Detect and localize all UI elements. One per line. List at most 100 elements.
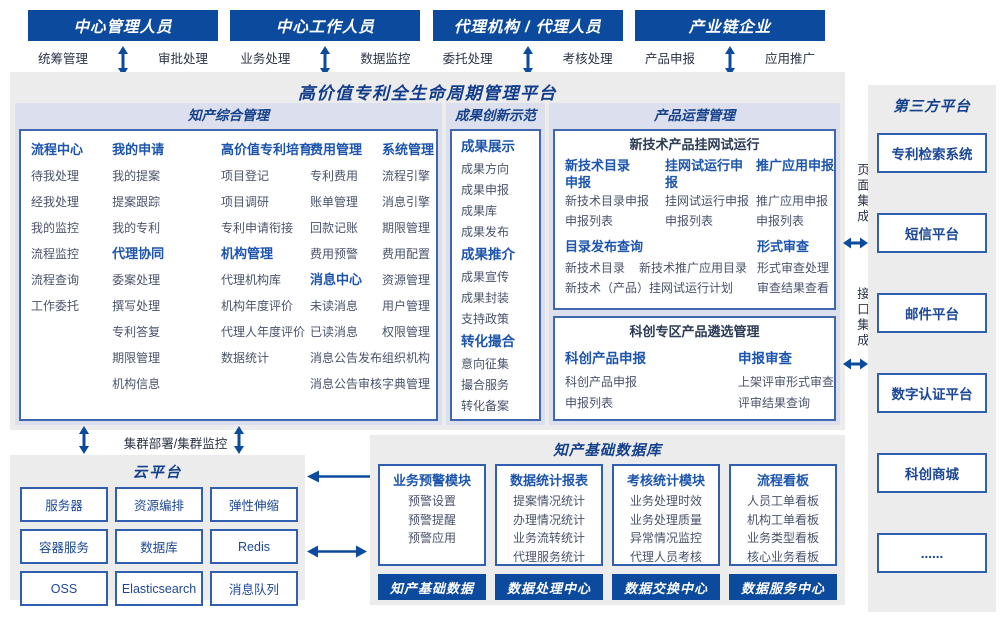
menu-item: 委案处理: [112, 273, 161, 287]
menu-item: 申报列表: [565, 214, 614, 228]
menu-item: 专利申请衔接: [220, 221, 293, 235]
actor-title: 中心工作人员: [230, 10, 421, 41]
menu-group: 消息中心 未读消息 已读消息 消息公告发布: [310, 267, 382, 397]
menu-group: 代理协同 委案处理 撰写处理 专利答复: [112, 241, 221, 397]
group-heading: 新技术目录申报: [565, 158, 631, 190]
menu-item: 期限管理: [381, 221, 430, 235]
third-party-item: ......: [877, 533, 987, 573]
cloud-service-item: 数据库: [115, 529, 203, 564]
menu-item: 提案跟踪: [112, 195, 161, 209]
section-ip-management: 知产综合管理 流程中心: [15, 103, 442, 425]
section-title: 产品运营管理: [654, 108, 735, 123]
ip-column-groups: 流程中心 待我处理 经我处理 我的监控: [31, 137, 112, 319]
catalog-query-group: 目录发布查询 新技术目录 新技术推广应用目录 新技术（产品）挂网试运行计划: [565, 236, 757, 298]
third-party-item: 数字认证平台: [877, 373, 987, 413]
menu-item: 专利费用: [309, 169, 358, 183]
actor-functions: 业务处理 数据监控: [230, 44, 420, 76]
menu-item: 权限管理: [381, 325, 430, 339]
group-heading: 系统管理: [381, 142, 434, 157]
db-module: 流程看板 人员工单看板 机构工单看板 业务类型看板 核心业务看板: [729, 464, 837, 566]
group-heading: 目录发布查询: [565, 239, 644, 254]
group-items: 未读消息 已读消息 消息公告发布 消息公告审核: [310, 293, 382, 397]
third-party-item: 邮件平台: [877, 293, 987, 333]
group-items: 意向征集 撮合服务 转化备案: [461, 354, 539, 417]
menu-item: 回款记账: [309, 221, 358, 235]
group-heading: 成果推介: [461, 247, 515, 262]
platform-title: 高价值专利全生命周期管理平台: [298, 84, 557, 103]
catalog-review-row: 目录发布查询 新技术目录 新技术推广应用目录 新技术（产品）挂网试运行计划 形式…: [555, 231, 834, 298]
menu-item: 机构年度评价: [220, 299, 293, 313]
ip-column: 高价值专利培育 项目登记 项目调研 专利申请衔接: [220, 137, 312, 397]
selection-columns: 科创产品申报 科创产品申报 申报列表 申报审查: [555, 344, 834, 414]
menu-item: 转化备案: [461, 399, 510, 413]
formal-review-group: 形式审查 形式审查处理 审查结果查看: [757, 236, 834, 298]
actor-function-left: 委托处理: [442, 51, 493, 66]
third-party-panel: 第三方平台 专利检索系统 短信平台 邮件平台 数字认证平台 科创商城 .....…: [868, 85, 996, 612]
menu-item: 上架评审形式审查: [737, 375, 834, 389]
ip-column: 流程中心 待我处理 经我处理 我的监控: [31, 137, 112, 397]
group-items: 推广应用申报 申报列表: [756, 191, 834, 231]
menu-item: 办理情况统计: [512, 512, 585, 527]
menu-item: 业务处理质量: [629, 512, 702, 527]
third-party-title: 第三方平台: [893, 99, 971, 115]
actor-function-right: 应用推广: [764, 51, 815, 66]
third-party-item: 科创商城: [877, 453, 987, 493]
ip-column: 费用管理 专利费用 账单管理 回款记账: [310, 137, 382, 397]
menu-item: 业务流转统计: [512, 531, 585, 545]
cloud-service-item: 消息队列: [210, 571, 298, 606]
section-achievement: 成果创新示范 成果展示 成果方向 成果申报 成果库: [446, 103, 545, 425]
menu-item: 消息公告发布: [309, 351, 382, 365]
left-right-arrow-icon: [843, 236, 868, 250]
group-items: 成果方向 成果申报 成果库 成果发布: [461, 159, 539, 243]
actor-function-left: 统筹管理: [38, 51, 89, 66]
menu-item: 新技术目录申报: [565, 194, 650, 208]
actor-function-right: 数据监控: [360, 51, 411, 66]
group-heading: 挂网试运行申报: [665, 158, 744, 190]
menu-item: 代理服务统计: [512, 549, 585, 564]
actor-group: 代理机构 / 代理人员 委托处理 考核处理: [432, 10, 623, 76]
menu-item: 新技术推广应用目录: [639, 261, 748, 275]
menu-group: 我的申请 我的提案 提案跟踪 我的专利: [112, 137, 221, 241]
menu-item: 成果方向: [461, 162, 510, 176]
group-items: 待我处理 经我处理 我的监控 流程监控 流程查询: [31, 163, 112, 319]
menu-item: 流程监控: [31, 247, 80, 261]
menu-item: 业务处理时效: [629, 494, 702, 508]
menu-item: 挂网试运行申报: [665, 194, 750, 208]
section-body: 成果展示 成果方向 成果申报 成果库 成果发布: [450, 129, 541, 421]
menu-item: 未读消息: [309, 299, 358, 313]
third-party-list: 专利检索系统 短信平台 邮件平台 数字认证平台 科创商城 ......: [877, 133, 987, 573]
menu-item: 流程引擎: [381, 169, 430, 183]
section-title: 成果创新示范: [455, 108, 536, 123]
ip-column: 我的申请 我的提案 提案跟踪 我的专利: [112, 137, 221, 397]
menu-item: 代理机构库: [220, 273, 281, 287]
group-heading: 形式审查: [757, 239, 810, 254]
menu-item: 工作委托: [31, 299, 80, 313]
sci-innovation-selection-box: 科创专区产品遴选管理 科创产品申报 科创产品申报 申报列表: [553, 316, 836, 421]
group-heading: 机构管理: [220, 246, 273, 261]
group-items: 新技术目录申报 申报列表: [565, 191, 665, 231]
ip-database-panel: 知产基础数据库 业务预警模块 预警设置 预警提醒 预警应用 数据统计报表: [370, 435, 845, 605]
menu-item: 机构信息: [112, 377, 161, 391]
menu-group: 流程中心 待我处理 经我处理 我的监控: [31, 137, 112, 319]
third-party-item: 专利检索系统: [877, 133, 987, 173]
actor-title: 中心管理人员: [28, 10, 218, 41]
menu-item: 提案情况统计: [512, 494, 585, 508]
menu-group: 科创产品申报 科创产品申报 申报列表: [565, 346, 738, 414]
menu-item: 专利答复: [112, 325, 161, 339]
cloud-service-item: OSS: [20, 571, 108, 606]
menu-item: 预警应用: [407, 531, 456, 545]
section-body: 流程中心 待我处理 经我处理 我的监控: [19, 129, 438, 421]
menu-group: 挂网试运行申报 挂网试运行申报 申报列表: [665, 157, 756, 231]
actor-group: 中心工作人员 业务处理 数据监控: [230, 10, 421, 76]
menu-item: 数据统计: [220, 351, 269, 365]
menu-item: 新技术目录: [565, 261, 626, 275]
menu-group: 机构管理 代理机构库 机构年度评价 代理人年度评价: [221, 241, 310, 371]
menu-item: 新技术（产品）挂网试运行计划: [565, 281, 734, 295]
menu-item: 核心业务看板: [746, 549, 819, 564]
menu-item: 账单管理: [309, 195, 358, 209]
menu-group: 推广应用申报 推广应用申报 申报列表: [756, 157, 834, 231]
actor-function-left: 业务处理: [240, 51, 291, 66]
menu-item: 代理人员考核: [629, 549, 702, 564]
group-items: 提案情况统计 办理情况统计 业务流转统计 代理服务统计: [497, 492, 601, 566]
group-items: 代理机构库 机构年度评价 代理人年度评价 数据统计: [221, 267, 310, 371]
